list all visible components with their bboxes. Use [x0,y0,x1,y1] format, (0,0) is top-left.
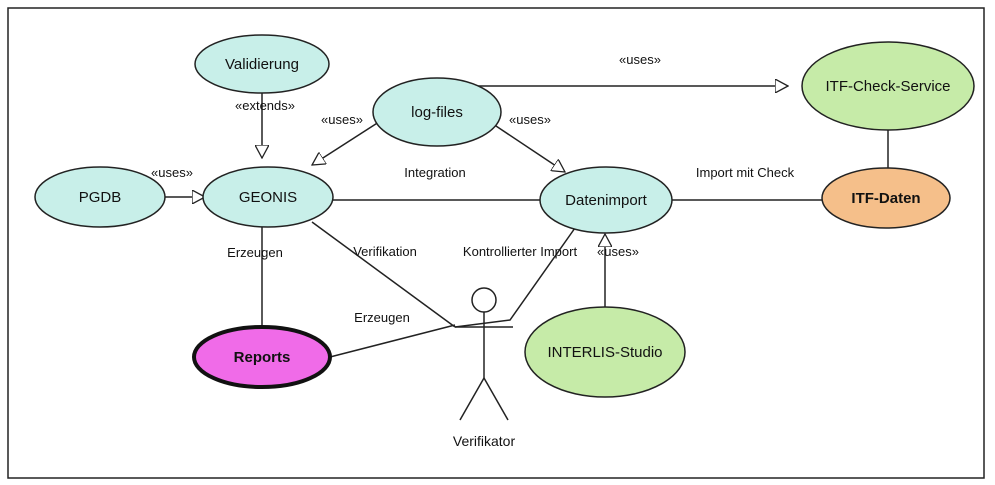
interlis-ellipse [524,306,686,398]
reports-label: Reports [234,349,291,366]
label-extends: «extends» [235,98,295,113]
label-kontrollierter-import: Kontrollierter Import [463,244,578,259]
node-datenimport: Datenimport [539,166,673,234]
node-itfdaten: ITF-Daten [821,167,951,229]
logfiles-label: log-files [411,104,463,121]
label-verifikation: Verifikation [353,244,417,259]
validierung-label: Validierung [225,56,299,73]
itfcheck-label: ITF-Check-Service [825,78,950,95]
label-uses-pgdb: «uses» [151,165,193,180]
reports-ellipse [192,325,332,389]
pgdb-label: PGDB [79,189,122,206]
actor-right-leg [483,377,509,421]
node-itfcheck: ITF-Check-Service [801,41,975,131]
datenimport-label: Datenimport [565,192,648,209]
label-erzeugen-bottom: Erzeugen [354,310,410,325]
node-geonis: GEONIS [202,166,334,228]
edge-actor-reports [329,324,456,358]
itfdaten-label: ITF-Daten [851,190,920,207]
actor-verifikator [455,287,513,421]
label-uses-interlis: «uses» [597,244,639,259]
node-pgdb: PGDB [34,166,166,228]
pgdb-ellipse [34,166,166,228]
label-erzeugen-left: Erzeugen [227,245,283,260]
interlis-label: INTERLIS-Studio [547,344,662,361]
actor-label: Verifikator [453,433,516,449]
actor-left-leg [459,377,485,421]
label-uses-log-geonis: «uses» [321,112,363,127]
node-reports: Reports [192,325,332,389]
edge-actor-datenimport [454,227,576,328]
geonis-ellipse [202,166,334,228]
node-logfiles: log-files [372,77,502,147]
label-uses-top: «uses» [619,52,661,67]
datenimport-ellipse [539,166,673,234]
geonis-label: GEONIS [239,189,297,206]
itfcheck-ellipse [801,41,975,131]
label-import-mit-check: Import mit Check [696,165,795,180]
label-uses-log-daten: «uses» [509,112,551,127]
edge-actor-geonis [311,221,456,328]
edge-logfiles-datenimport [489,121,565,172]
node-interlis: INTERLIS-Studio [524,306,686,398]
actor-head [471,287,497,313]
edge-logfiles-geonis [312,119,383,165]
label-integration: Integration [404,165,465,180]
itfdaten-ellipse [821,167,951,229]
node-validierung: Validierung [194,34,330,94]
connectors [165,86,889,358]
validierung-ellipse [194,34,330,94]
logfiles-ellipse [372,77,502,147]
